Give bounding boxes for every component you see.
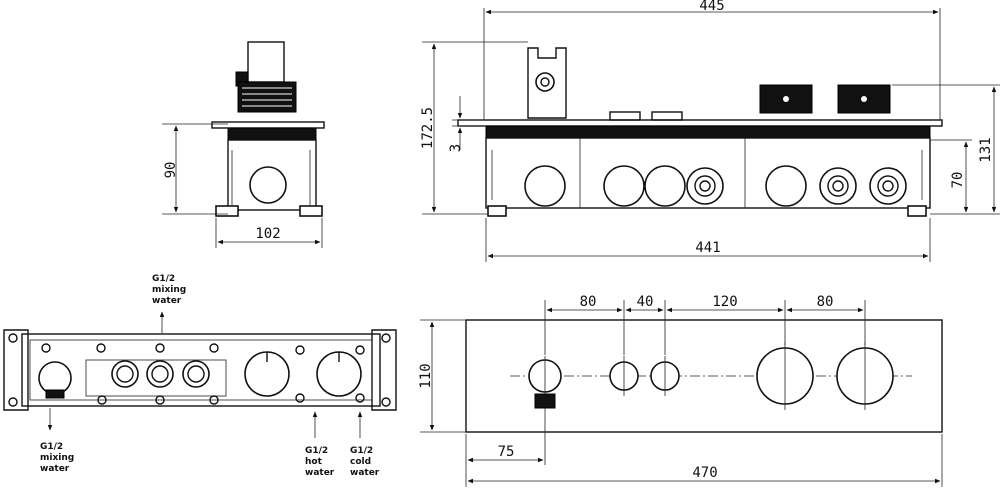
rear-view: G1/2 mixing water G1/2 mixing water G1/2… <box>3 274 397 478</box>
dim-plate-height: 110 <box>418 363 434 388</box>
dim-spacing-1: 80 <box>580 294 597 310</box>
dim-spacing-4: 80 <box>817 294 834 310</box>
plate-view: 80 40 120 80 110 75 470 <box>418 294 943 487</box>
shower-holder <box>527 47 567 119</box>
front-plate <box>457 119 943 127</box>
front-view: 445 <box>420 0 1000 262</box>
label-cold-2: cold <box>350 457 371 467</box>
hose-outlet <box>534 393 556 409</box>
label-cold-3: water <box>350 468 380 478</box>
label-hot-2: hot <box>305 457 323 467</box>
side-view: 90 102 <box>162 41 325 248</box>
dim-plate-thickness: 3 <box>448 144 464 152</box>
side-handle <box>247 41 285 83</box>
dim-box-width: 441 <box>695 240 720 256</box>
dim-offset-left: 75 <box>498 444 515 460</box>
label-bottom-mixing-2: mixing <box>40 453 74 463</box>
dim-box-height: 70 <box>950 172 966 189</box>
side-plate <box>211 121 325 129</box>
dim-front-total-height: 172.5 <box>420 107 436 149</box>
label-bottom-mixing-1: G1/2 <box>40 442 63 452</box>
side-body <box>227 139 317 211</box>
cover-plate <box>465 319 943 433</box>
label-top-mixing-3: water <box>152 296 182 306</box>
side-rib <box>227 127 317 141</box>
front-rib <box>485 125 931 139</box>
dim-spacing-3: 120 <box>712 294 737 310</box>
side-cartridge <box>237 81 297 113</box>
label-bottom-mixing-3: water <box>40 464 70 474</box>
front-box <box>485 137 931 209</box>
side-outlet <box>249 166 287 204</box>
label-top-mixing-1: G1/2 <box>152 274 175 284</box>
dim-overall-height: 131 <box>978 137 994 162</box>
rear-box <box>21 333 381 407</box>
label-cold-1: G1/2 <box>350 446 373 456</box>
dim-spacing-2: 40 <box>637 294 654 310</box>
dim-plate-width: 470 <box>692 465 717 481</box>
dim-side-width: 102 <box>255 226 280 242</box>
dim-side-height: 90 <box>163 162 179 179</box>
dim-front-top-width: 445 <box>699 0 724 14</box>
label-top-mixing-2: mixing <box>152 285 186 295</box>
label-hot-1: G1/2 <box>305 446 328 456</box>
label-hot-3: water <box>305 468 335 478</box>
